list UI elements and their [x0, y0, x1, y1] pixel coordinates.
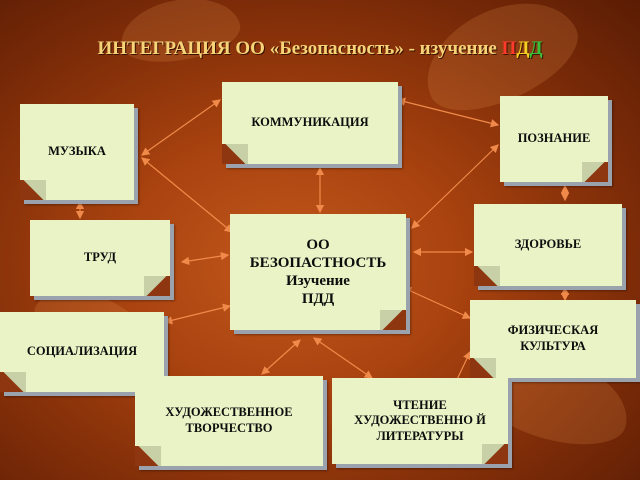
node-reading-literature-label: ЧТЕНИЕ ХУДОЖЕСТВЕННО Й ЛИТЕРАТУРЫ	[354, 397, 486, 443]
node-cognition-label: ПОЗНАНИЕ	[517, 131, 591, 146]
arrow-music-center	[141, 157, 233, 233]
center-line-3: Изучение	[286, 273, 350, 289]
center-line-4: ПДД	[301, 291, 335, 307]
node-reading-literature: ЧТЕНИЕ ХУДОЖЕСТВЕННО Й ЛИТЕРАТУРЫ	[332, 378, 508, 464]
node-socialization-label: СОЦИАЛИЗАЦИЯ	[26, 344, 138, 359]
arrow-music-communication	[141, 99, 221, 156]
node-communication: КОММУНИКАЦИЯ	[222, 82, 398, 164]
node-art-creativity-label: ХУДОЖЕСТВЕННОЕ ТВОРЧЕСТВО	[165, 405, 293, 435]
arrow-center-physical	[402, 287, 472, 319]
center-line-2: БЕЗОПАСТНОСТЬ	[249, 255, 387, 271]
node-cognition: ПОЗНАНИЕ	[500, 96, 608, 182]
node-art-creativity: ХУДОЖЕСТВЕННОЕ ТВОРЧЕСТВО	[135, 376, 323, 466]
node-health-label: ЗДОРОВЬЕ	[514, 237, 582, 252]
node-labor-label: ТРУД	[83, 250, 117, 265]
node-communication-label: КОММУНИКАЦИЯ	[251, 115, 369, 130]
node-music-label: МУЗЫКА	[48, 144, 106, 159]
title-letter-d2: Д	[529, 38, 543, 59]
arrow-socialization-center	[163, 303, 232, 325]
title-letter-d1: Д	[516, 38, 530, 59]
node-physical-culture-label: ФИЗИЧЕСКАЯ КУЛЬТУРА	[507, 323, 599, 353]
arrow-center-reading	[313, 337, 373, 379]
node-labor: ТРУД	[30, 220, 170, 296]
arrow-cognition-center	[411, 144, 499, 229]
center-line-1: ОО	[306, 237, 330, 253]
center-node: ОО БЕЗОПАСТНОСТЬ Изучение ПДД	[230, 214, 406, 330]
title-letter-p: П	[501, 38, 517, 59]
node-music: МУЗЫКА	[20, 104, 134, 200]
node-physical-culture: ФИЗИЧЕСКАЯ КУЛЬТУРА	[470, 300, 636, 378]
node-health: ЗДОРОВЬЕ	[474, 204, 622, 286]
arrow-communication-cognition	[396, 97, 500, 128]
arrow-art-center	[261, 339, 301, 375]
slide-title: ИНТЕГРАЦИЯ ОО «Безопасность» - изучение …	[0, 38, 640, 60]
arrow-labor-center	[180, 251, 230, 266]
title-text: ИНТЕГРАЦИЯ ОО «Безопасность» - изучение	[97, 38, 502, 59]
